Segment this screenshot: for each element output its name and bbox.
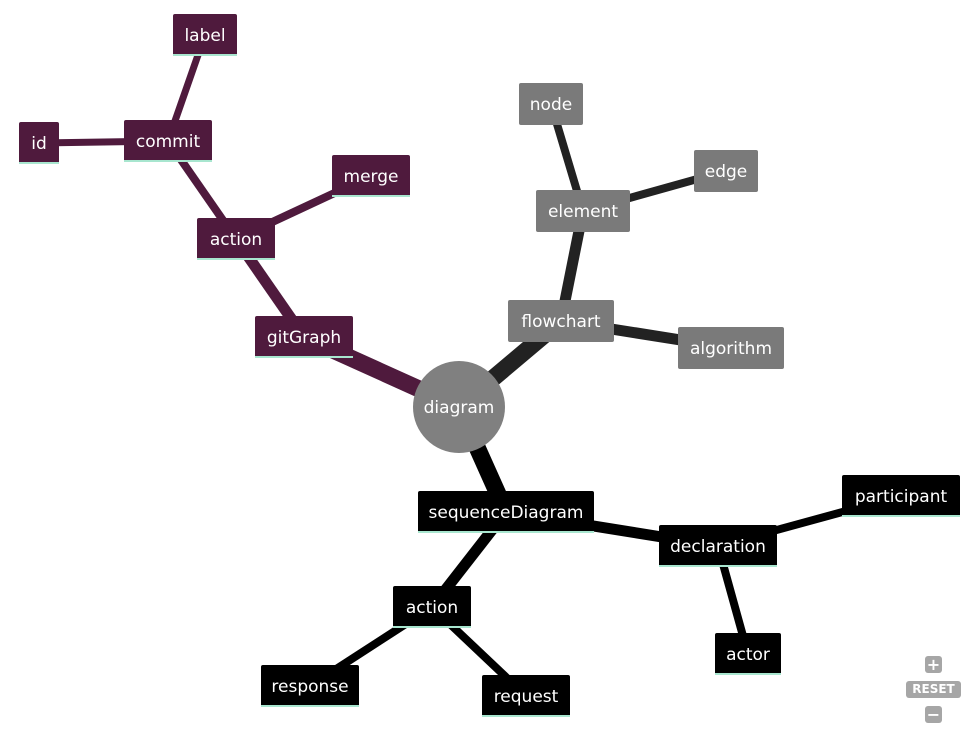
node-box [197,218,275,260]
node-gitgraph[interactable]: gitGraph [255,316,353,358]
node-label: action [406,598,458,618]
node-label: id [31,134,47,154]
node-box [418,491,594,533]
node-label: merge [344,167,399,187]
node-git-action[interactable]: action [197,218,275,260]
node-label: response [271,677,348,697]
node-box [255,316,353,358]
node-label: algorithm [690,339,772,359]
node-response[interactable]: response [261,665,359,707]
node-label: request [494,687,559,707]
zoom-controls: + RESET − [904,656,962,724]
node-box [678,327,784,369]
node-box [536,190,630,232]
node-label: commit [136,132,201,152]
node-box [393,586,471,628]
zoom-in-button[interactable]: + [925,655,942,674]
node-flowchart[interactable]: flowchart [508,300,614,342]
node-label: actor [726,645,770,665]
node-box [482,675,570,717]
node-label: flowchart [521,312,601,332]
node-box [508,300,614,342]
node-actor[interactable]: actor [715,633,781,675]
node-label: declaration [670,537,766,557]
node-label: sequenceDiagram [429,503,584,523]
root-circle [413,361,505,453]
mindmap-nodes: diagram gitGraph action commit merge label id f… [19,14,960,717]
node-request[interactable]: request [482,675,570,717]
node-node[interactable]: node [519,83,583,125]
node-label: element [548,202,618,222]
node-box [842,475,960,517]
node-label: gitGraph [267,328,341,348]
node-declaration[interactable]: declaration [659,525,777,567]
node-label: action [210,230,262,250]
node-label: edge [705,162,748,182]
node-box [261,665,359,707]
node-box [173,14,237,56]
node-label: label [184,26,225,46]
root-label: diagram [424,398,495,418]
node-box [332,155,410,197]
node-box [659,525,777,567]
node-algorithm[interactable]: algorithm [678,327,784,369]
node-merge[interactable]: merge [332,155,410,197]
node-box [124,120,212,162]
node-box [715,633,781,675]
zoom-reset-button[interactable]: RESET [906,681,961,698]
node-box [519,83,583,125]
node-sequencediagram[interactable]: sequenceDiagram [418,491,594,533]
node-box [19,122,59,164]
node-element[interactable]: element [536,190,630,232]
node-participant[interactable]: participant [842,475,960,517]
node-edge[interactable]: edge [694,150,758,192]
node-id[interactable]: id [19,122,59,164]
node-label[interactable]: label [173,14,237,56]
node-commit[interactable]: commit [124,120,212,162]
node-diagram-root[interactable]: diagram [413,361,505,453]
node-label: participant [855,487,948,507]
node-label: node [530,95,572,115]
node-box [694,150,758,192]
node-seq-action[interactable]: action [393,586,471,628]
zoom-out-button[interactable]: − [925,705,942,724]
